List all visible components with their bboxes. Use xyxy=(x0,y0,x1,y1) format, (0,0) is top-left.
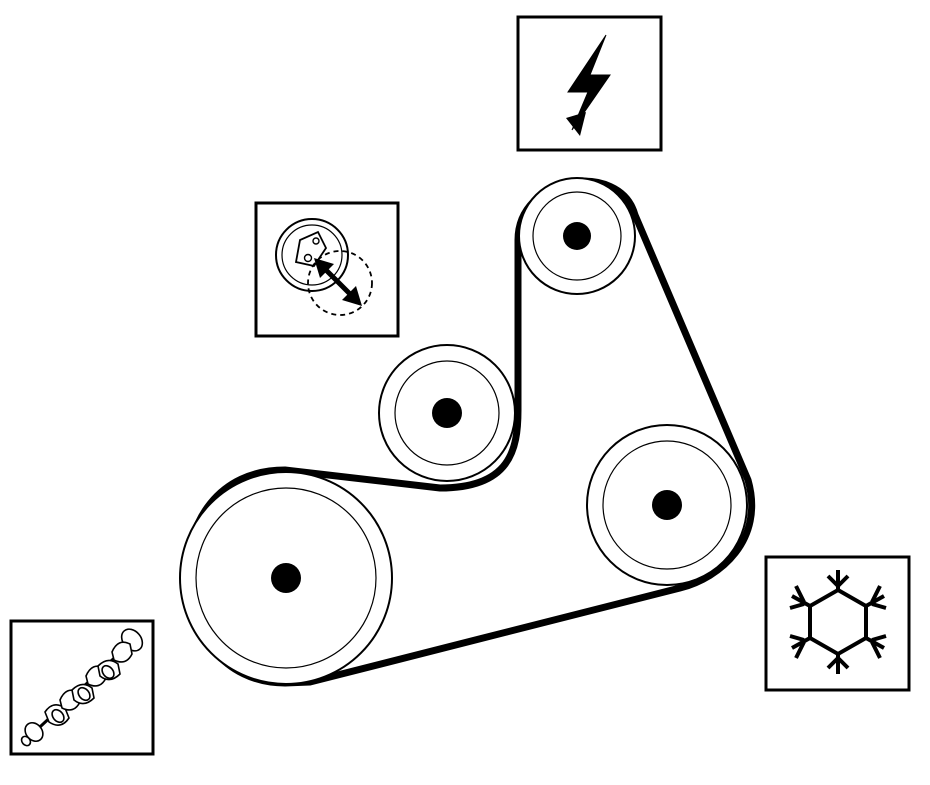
crankshaft-icon-box xyxy=(9,619,155,756)
ac-compressor-pulley xyxy=(586,424,748,586)
ac-icon-box xyxy=(764,555,911,692)
lightning-bolt-icon xyxy=(566,34,611,136)
alternator-pulley xyxy=(518,177,636,295)
belt-tensioner-icon xyxy=(275,218,373,316)
snowflake-icon xyxy=(789,570,887,674)
tensioner-icon-box xyxy=(254,201,400,338)
idler-pulley xyxy=(378,344,516,482)
crankshaft-icon xyxy=(20,628,144,747)
crankshaft-pulley xyxy=(179,471,393,685)
alternator-icon-box xyxy=(516,15,663,152)
